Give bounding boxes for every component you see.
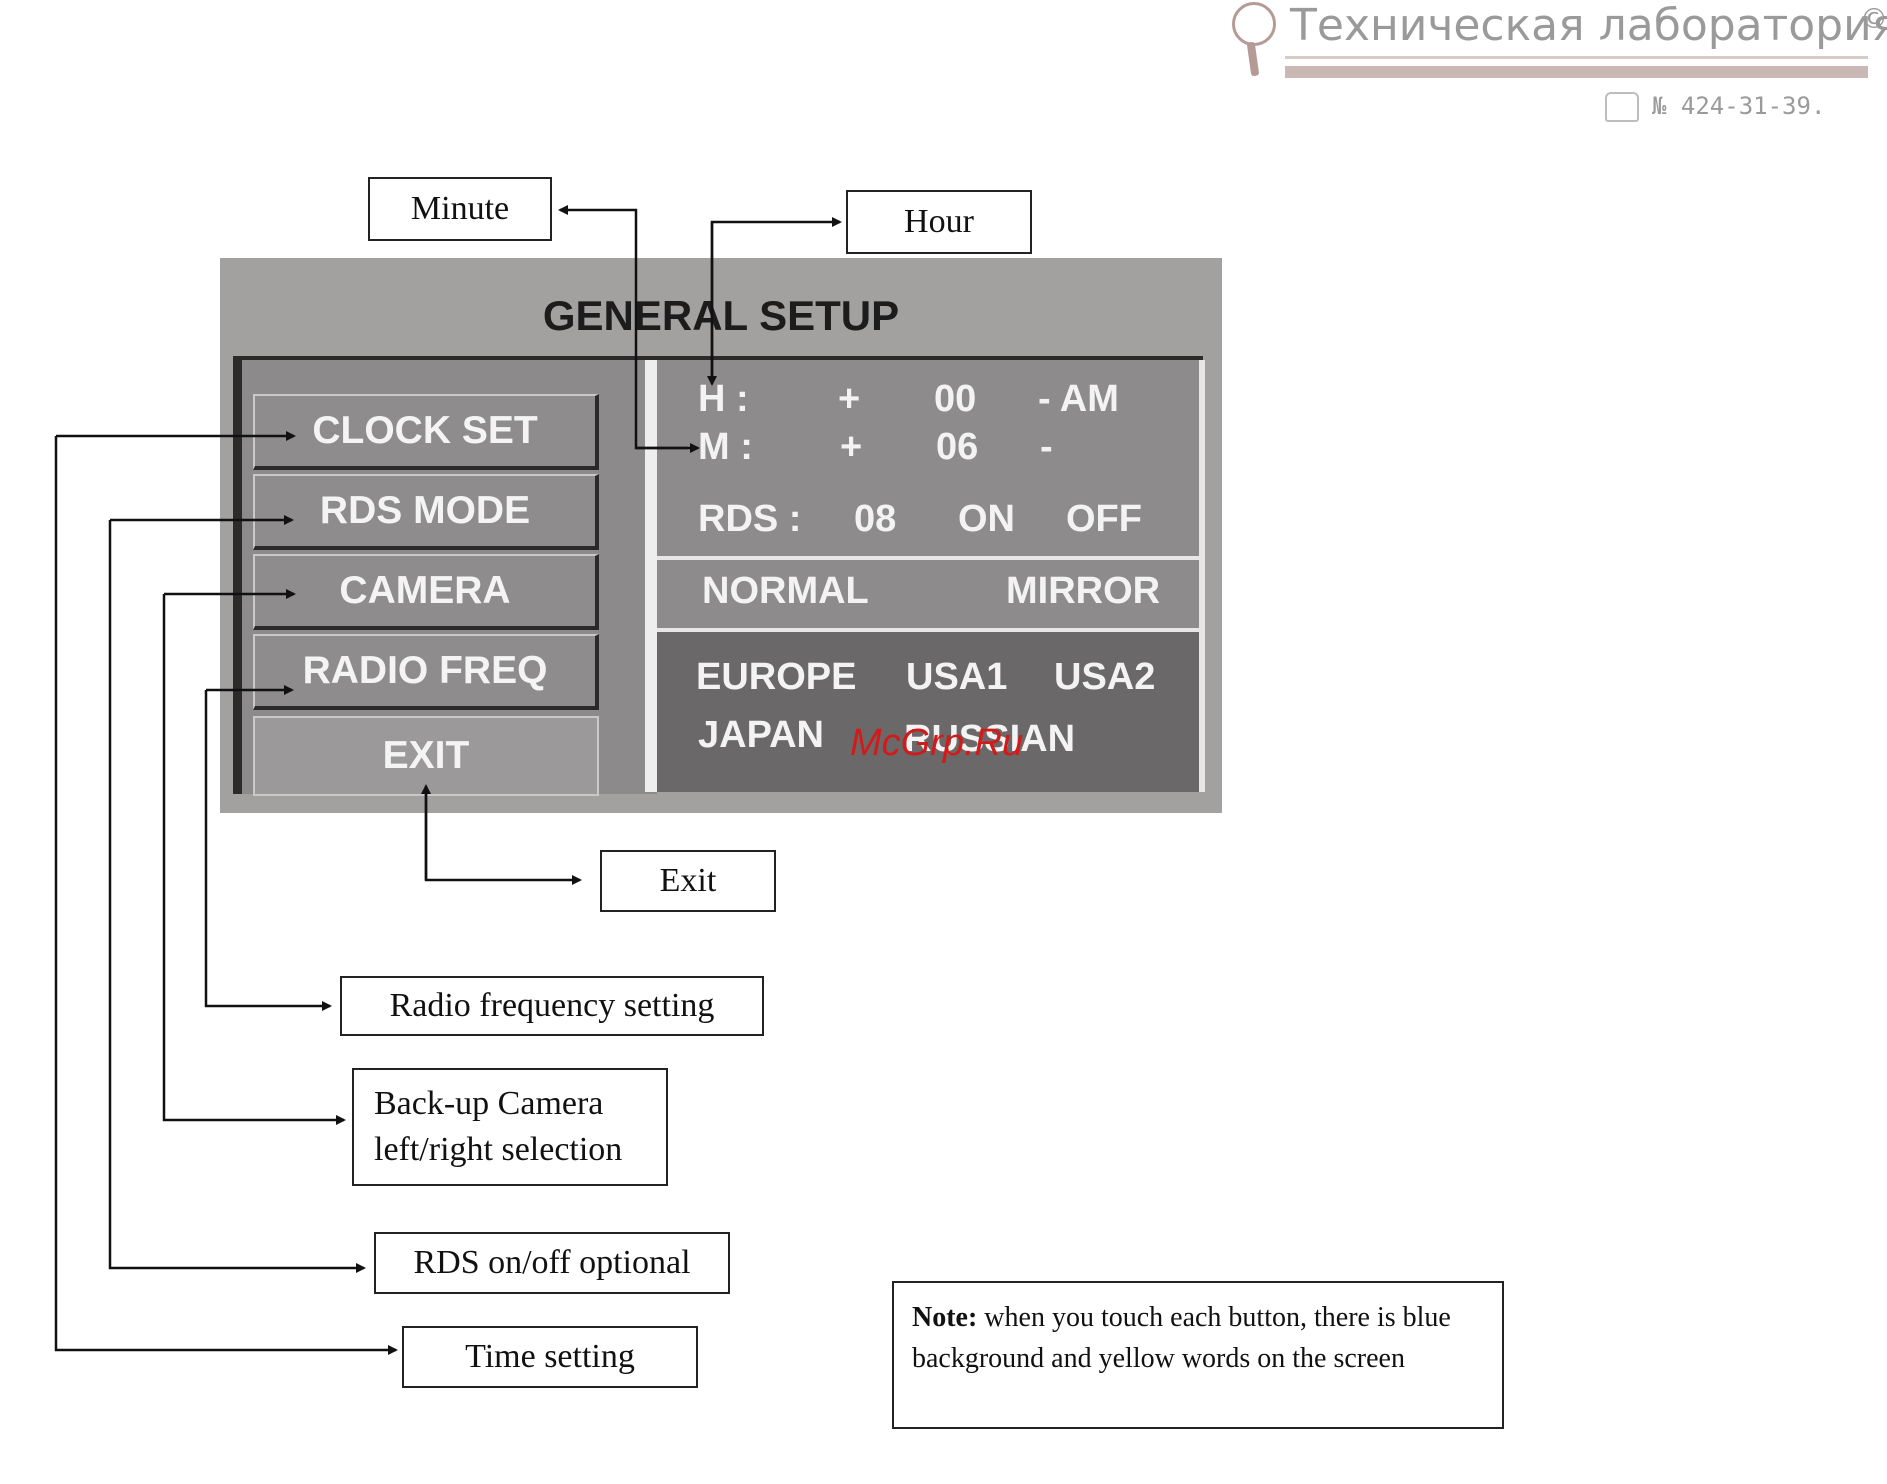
note-text: when you touch each button, there is blu… (912, 1302, 1451, 1374)
minute-value: 06 (936, 426, 979, 468)
hour-label: H : (698, 378, 749, 420)
rds-mode-button[interactable]: RDS MODE (253, 474, 599, 550)
callout-backup-camera: Back-up Camera left/right selection (352, 1068, 668, 1186)
region-europe-button[interactable]: EUROPE (696, 656, 857, 698)
watermark-rule (1285, 56, 1868, 59)
watermark-title: Техническая лаборатория (1290, 0, 1887, 51)
watermark-phone: № 424-31-39. (1652, 92, 1826, 120)
minute-minus-button[interactable]: - (1040, 426, 1053, 468)
callout-time-setting: Time setting (402, 1326, 698, 1388)
camera-mirror-button[interactable]: MIRROR (1006, 570, 1161, 612)
hour-value: 00 (934, 378, 977, 420)
region-usa1-button[interactable]: USA1 (906, 656, 1008, 698)
callout-backup-camera-line1: Back-up Camera (374, 1085, 604, 1122)
region-russian-button[interactable]: RUSSIAN (904, 718, 1076, 760)
region-usa2-button[interactable]: USA2 (1054, 656, 1156, 698)
radio-freq-button[interactable]: RADIO FREQ (253, 634, 599, 710)
hour-minus-ampm[interactable]: - AM (1038, 378, 1119, 420)
note-label: Note: (912, 1302, 978, 1333)
menu-border (233, 356, 242, 794)
callout-exit: Exit (600, 850, 776, 912)
callout-hour: Hour (846, 190, 1032, 254)
panel-divider (233, 356, 1203, 360)
panel-right-edge (1199, 360, 1205, 792)
region-area (657, 628, 1201, 792)
minute-label: M : (698, 426, 753, 468)
clock-rds-area (657, 360, 1201, 556)
clock-set-button[interactable]: CLOCK SET (253, 394, 599, 470)
minute-plus-button[interactable]: + (840, 426, 863, 468)
note-box: Note: when you touch each button, there … (892, 1281, 1504, 1429)
region-japan-button[interactable]: JAPAN (698, 714, 824, 756)
camera-normal-button[interactable]: NORMAL (702, 570, 869, 612)
callout-minute: Minute (368, 177, 552, 241)
column-separator (645, 360, 657, 792)
camera-button[interactable]: CAMERA (253, 554, 599, 630)
copyright-symbol: © (1860, 2, 1887, 35)
callout-backup-camera-line2: left/right selection (374, 1131, 623, 1168)
callout-radio-frequency: Radio frequency setting (340, 976, 764, 1036)
rds-label: RDS : (698, 498, 802, 540)
callout-rds-onoff: RDS on/off optional (374, 1232, 730, 1294)
mcgrp-watermark: McGrp.Ru (850, 722, 1024, 764)
rds-off-button[interactable]: OFF (1066, 498, 1142, 540)
hour-plus-button[interactable]: + (838, 378, 861, 420)
rds-value: 08 (854, 498, 897, 540)
camera-mode-area (657, 556, 1201, 628)
panel-title: GENERAL SETUP (542, 292, 900, 339)
phone-icon (1605, 92, 1639, 122)
watermark-bar (1285, 66, 1868, 78)
rds-on-button[interactable]: ON (958, 498, 1015, 540)
